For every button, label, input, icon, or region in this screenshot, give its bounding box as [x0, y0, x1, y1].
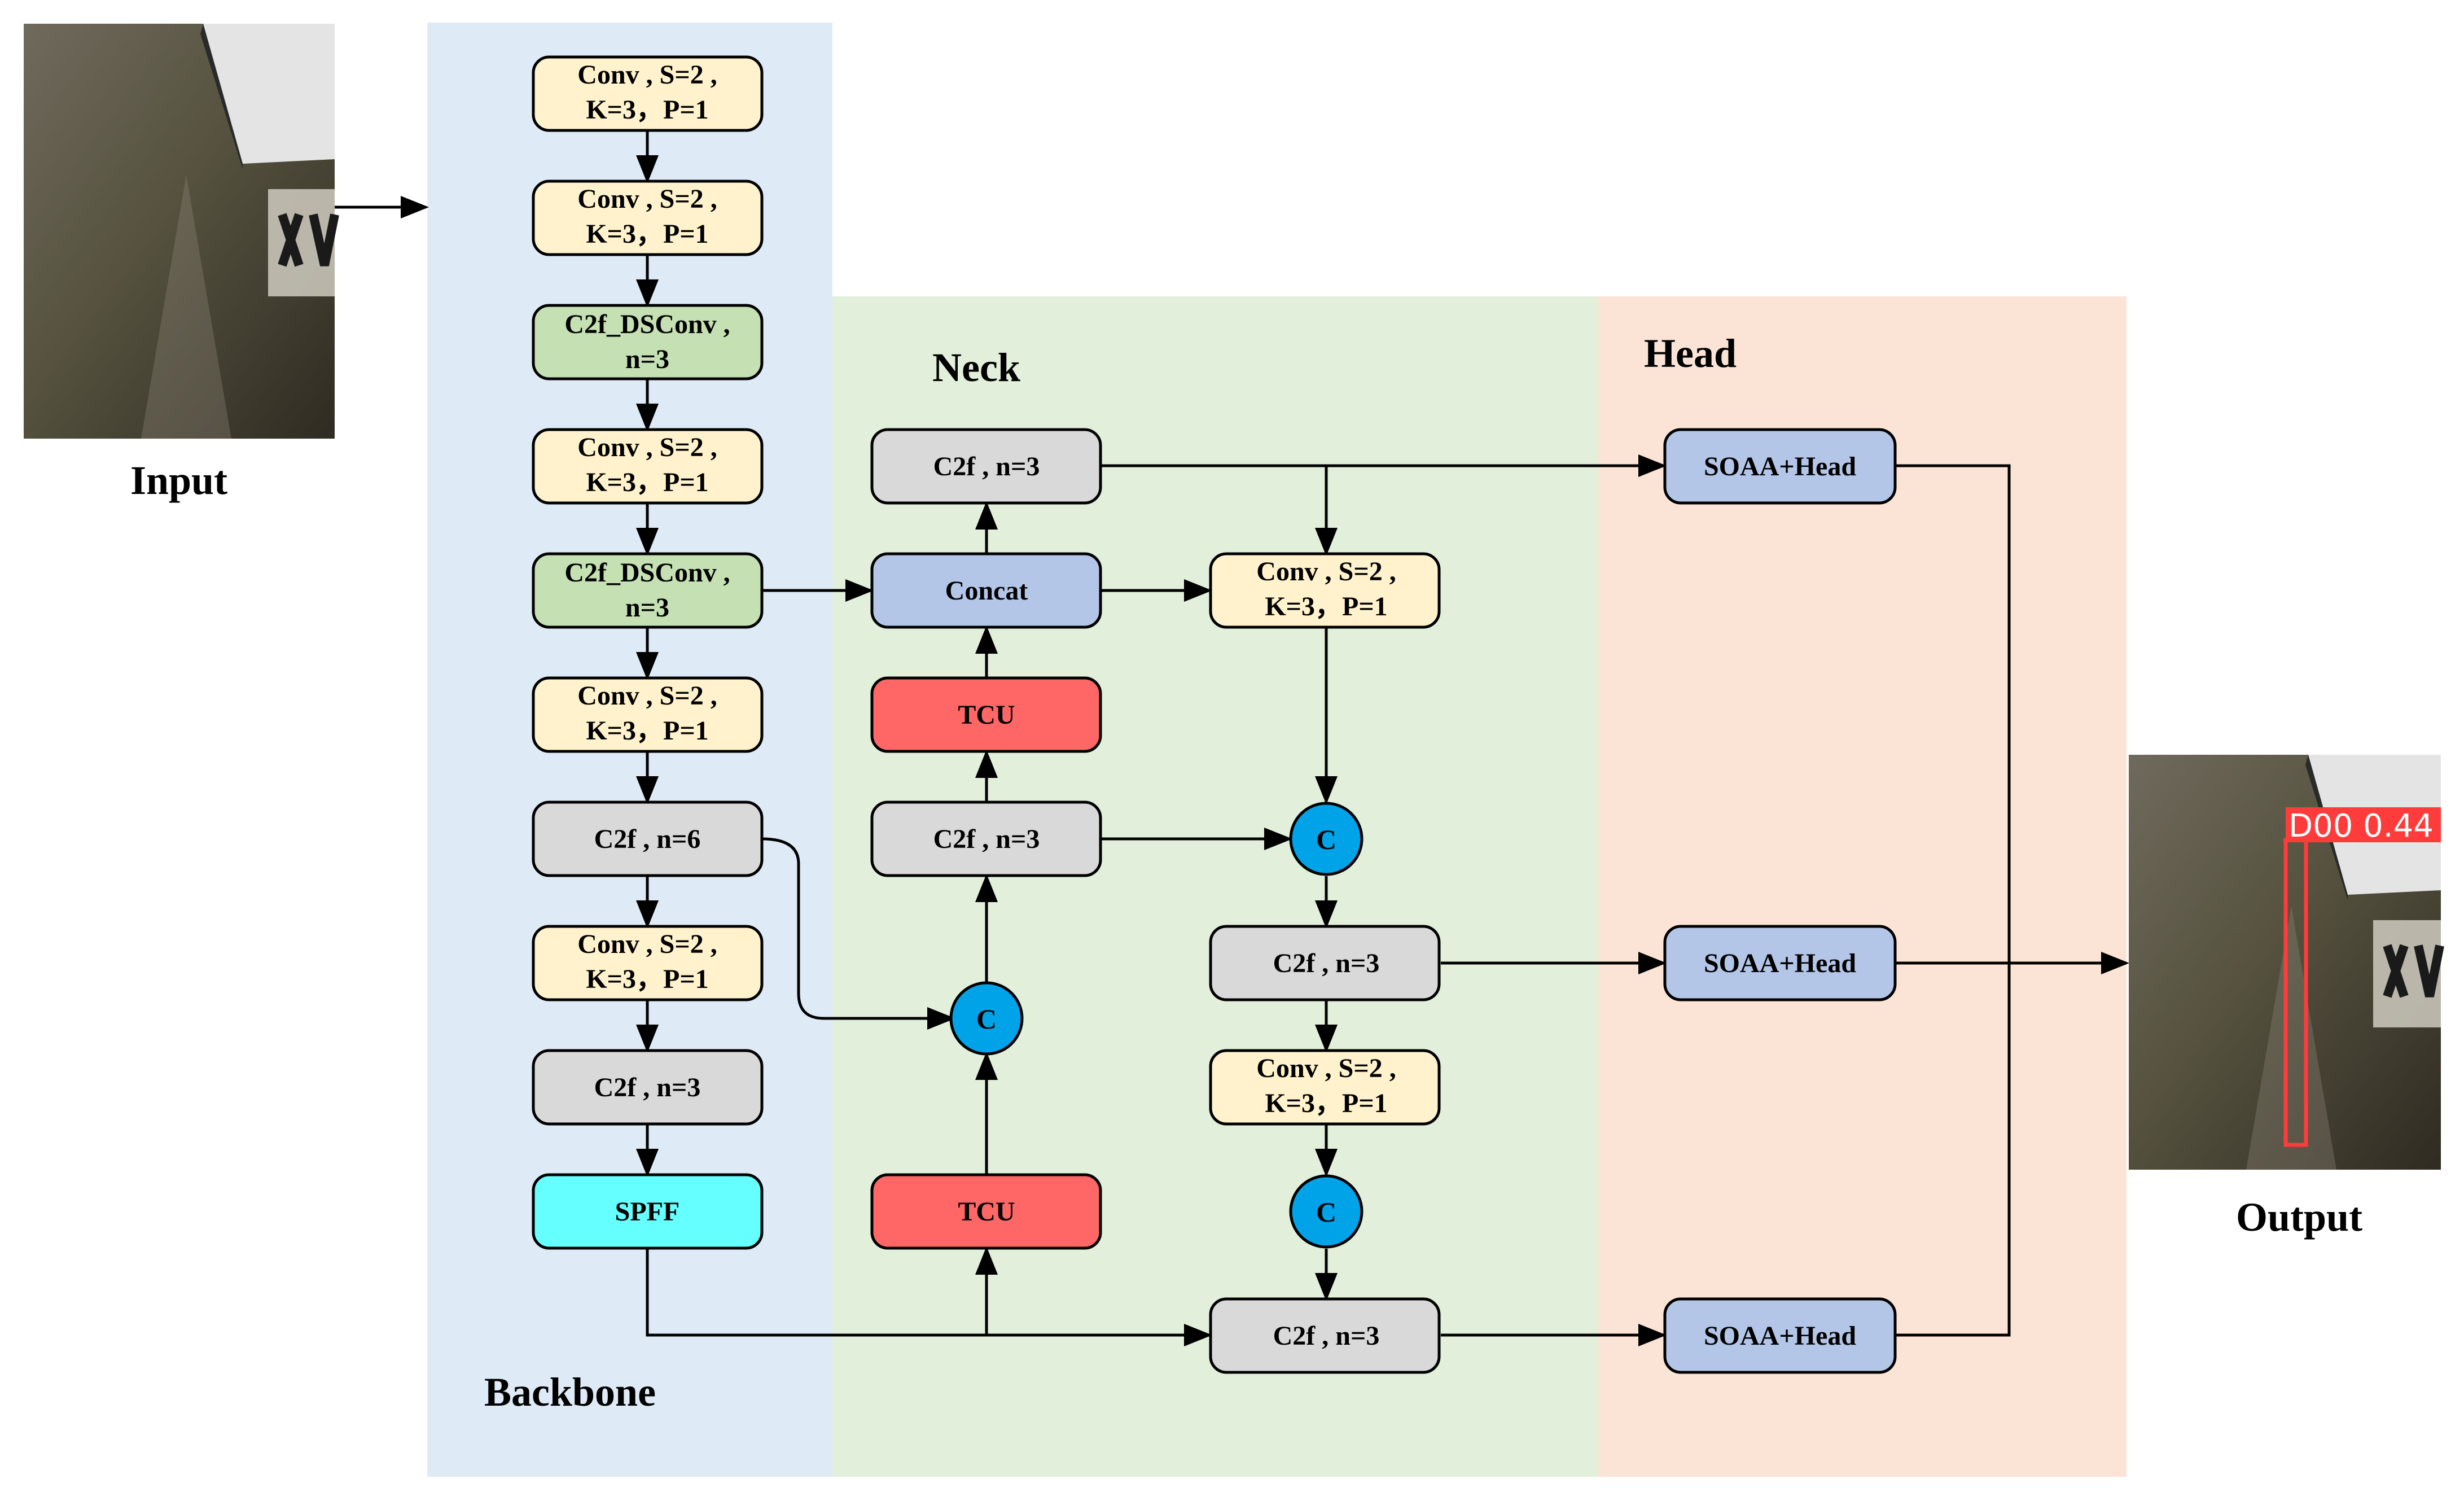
block-line: C2f , n=3 [594, 1073, 701, 1102]
block-line: n=3 [625, 344, 669, 374]
block-line: K=3，P=1 [586, 95, 708, 125]
block-line: C2f_DSConv , [564, 558, 730, 588]
head-column: SOAA+Head SOAA+Head SOAA+Head [1663, 428, 1897, 1374]
block-line: K=3，P=1 [586, 964, 708, 994]
backbone-column: Conv , S=2 , K=3，P=1 Conv , S=2 , K=3，P=… [532, 55, 764, 1250]
block-line: C2f , n=3 [933, 452, 1040, 482]
neck-tcu-upper: TCU [870, 676, 1102, 753]
neck-c2f-bottom: C2f , n=3 [1209, 1297, 1441, 1374]
connectors [335, 130, 2129, 1346]
node-label: C [1316, 824, 1336, 855]
backbone-c2f-n3: C2f , n=3 [532, 1049, 764, 1126]
backbone-conv-1: Conv , S=2 , K=3，P=1 [532, 55, 764, 132]
block-line: K=3，P=1 [1265, 592, 1387, 622]
backbone-conv-3: Conv , S=2 , K=3，P=1 [532, 428, 764, 505]
block-line: Concat [945, 576, 1028, 606]
block-line: K=3，P=1 [586, 219, 708, 249]
backbone-conv-2: Conv , S=2 , K=3，P=1 [532, 180, 764, 256]
block-line: SOAA+Head [1704, 1321, 1856, 1351]
input-image [24, 24, 339, 439]
detection-label: D00 0.44 [2288, 808, 2434, 845]
input-label: Input [130, 458, 227, 503]
backbone-conv-5: Conv , S=2 , K=3，P=1 [532, 925, 764, 1001]
backbone-label: Backbone [484, 1370, 656, 1415]
block-line: C2f , n=6 [594, 824, 701, 854]
neck-left-column: C2f , n=3 Concat TCU C2f , n=3 C TCU [870, 428, 1102, 1250]
output-image [2129, 755, 2444, 1170]
neck-c2f-mid-right: C2f , n=3 [1209, 925, 1441, 1001]
backbone-c2f-dsconv-1: C2f_DSConv , n=3 [532, 304, 764, 380]
head-label: Head [1644, 331, 1737, 376]
backbone-c2f-n6: C2f , n=6 [532, 800, 764, 877]
block-line: Conv , S=2 , [1256, 557, 1396, 587]
neck-conv-top: Conv , S=2 , K=3，P=1 [1209, 552, 1441, 629]
output-label: Output [2236, 1195, 2362, 1240]
block-line: Conv , S=2 , [1256, 1053, 1396, 1083]
block-line: n=3 [625, 593, 669, 623]
neck-label: Neck [932, 345, 1020, 390]
backbone-spff: SPFF [532, 1173, 764, 1250]
detection-tag [2286, 807, 2441, 842]
head-block-1: SOAA+Head [1663, 428, 1897, 505]
block-line: K=3，P=1 [586, 467, 708, 497]
neck-tcu-lower: TCU [870, 1173, 1102, 1250]
backbone-conv-4: Conv , S=2 , K=3，P=1 [532, 676, 764, 753]
neck-concat-node-left: C [949, 981, 1024, 1056]
block-line: SOAA+Head [1704, 452, 1856, 482]
block-line: Conv , S=2 , [577, 60, 717, 90]
neck-right-column: Conv , S=2 , K=3，P=1 C C2f , n=3 Conv , … [1209, 552, 1441, 1374]
block-line: C2f , n=3 [1273, 948, 1380, 978]
block-line: Conv , S=2 , [577, 681, 717, 711]
head-block-3: SOAA+Head [1663, 1297, 1897, 1374]
neck-c2f-top: C2f , n=3 [870, 428, 1102, 505]
block-line: SPFF [615, 1197, 680, 1227]
head-block-2: SOAA+Head [1663, 925, 1897, 1001]
neck-c2f-mid-left: C2f , n=3 [870, 800, 1102, 877]
node-label: C [1316, 1196, 1336, 1228]
block-line: TCU [958, 700, 1015, 730]
neck-concat-node-upper: C [1289, 802, 1363, 876]
block-line: SOAA+Head [1704, 948, 1856, 978]
block-line: C2f_DSConv , [564, 309, 730, 339]
neck-concat: Concat [870, 552, 1102, 629]
block-line: K=3，P=1 [1265, 1088, 1387, 1118]
neck-conv-low: Conv , S=2 , K=3，P=1 [1209, 1049, 1441, 1126]
block-line: Conv , S=2 , [577, 929, 717, 959]
block-line: Conv , S=2 , [577, 184, 717, 214]
block-line: C2f , n=3 [933, 824, 1040, 854]
block-line: K=3，P=1 [586, 716, 708, 746]
node-label: C [976, 1003, 997, 1035]
backbone-c2f-dsconv-2: C2f_DSConv , n=3 [532, 552, 764, 629]
block-line: C2f , n=3 [1273, 1321, 1380, 1351]
block-line: Conv , S=2 , [577, 432, 717, 462]
neck-concat-node-lower: C [1289, 1174, 1363, 1249]
block-line: TCU [958, 1197, 1015, 1227]
